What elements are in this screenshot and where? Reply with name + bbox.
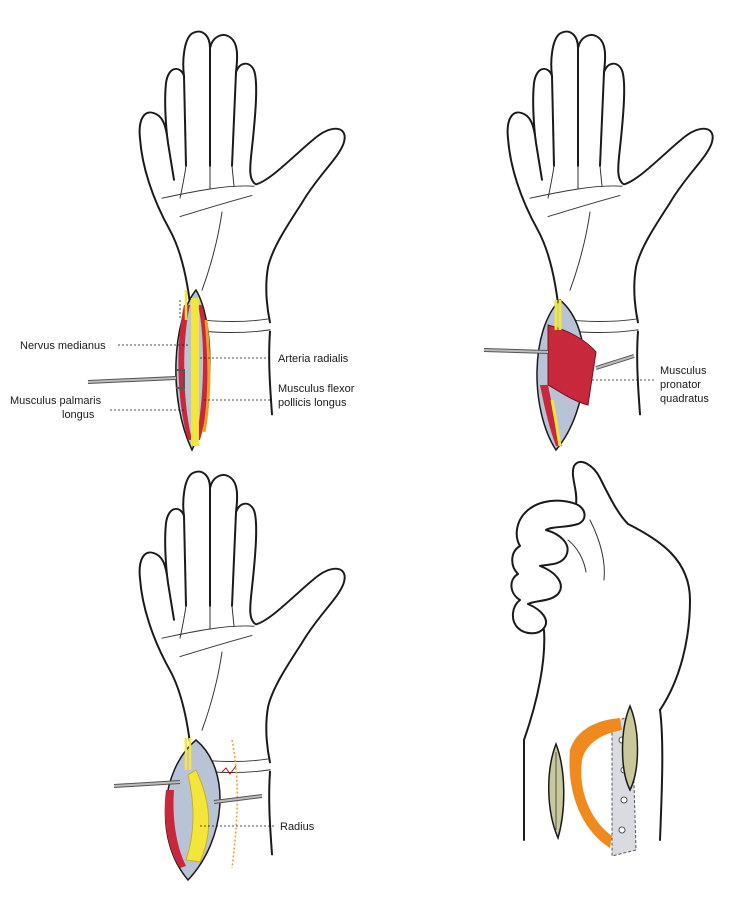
retractor-icon: [113, 780, 263, 804]
label-musculus-palmaris-1: Musculus palmaris: [10, 395, 102, 407]
retractor-icon: [483, 348, 635, 370]
panel-2: Musculus pronator quadratus: [483, 30, 714, 452]
panel-4: [510, 460, 691, 857]
label-musculus-flexor-1: Musculus flexor: [278, 383, 355, 395]
label-musculus-pronator-3: quadratus: [660, 393, 709, 405]
incision-icon: [175, 288, 211, 452]
label-musculus-pronator-2: pronator: [660, 379, 701, 391]
hand-outline-icon: [510, 460, 691, 841]
label-radius: Radius: [280, 821, 315, 833]
label-musculus-flexor-2: pollicis longus: [278, 397, 347, 409]
label-musculus-palmaris-2: longus: [62, 409, 95, 421]
label-musculus-pronator-1: Musculus: [660, 365, 707, 377]
panel-3: Radius: [113, 470, 346, 882]
retractor-icon: [87, 369, 185, 389]
panel-1: Nervus medianus Arteria radialis Musculu…: [10, 30, 355, 452]
incision-icon: [164, 738, 238, 882]
label-arteria-radialis: Arteria radialis: [278, 353, 349, 365]
incision-icon: [548, 704, 639, 841]
label-nervus-medianus: Nervus medianus: [20, 340, 106, 352]
incision-icon: [536, 298, 597, 452]
